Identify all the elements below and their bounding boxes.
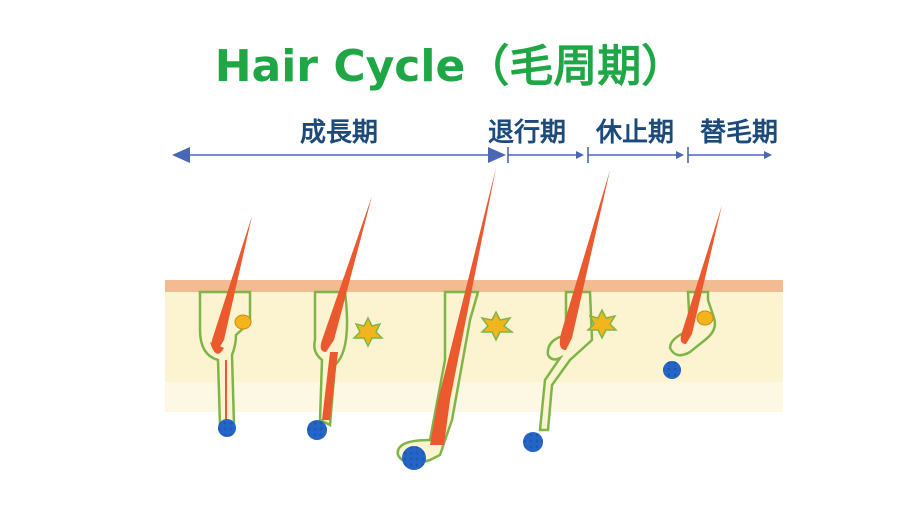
sebaceous-gland [234, 314, 252, 330]
phase-label-catagen: 退行期 [488, 118, 567, 148]
sebaceous-gland [352, 316, 384, 348]
phase-label-anagen: 成長期 [300, 118, 379, 148]
diagram-title: Hair Cycle（毛周期） [214, 41, 686, 92]
phase-label-exogen: 替毛期 [700, 118, 779, 148]
sebaceous-gland [586, 308, 618, 340]
follicle-anagen-mid [307, 196, 384, 440]
follicle-anagen-full [396, 168, 515, 470]
timeline-arrows [172, 147, 772, 163]
anagen-arrow-left-head [172, 147, 190, 163]
follicle-anagen-early [198, 216, 252, 437]
follicle-catagen [523, 170, 618, 452]
sebaceous-gland [696, 310, 714, 326]
follicle-telogen [663, 205, 722, 379]
phase-label-telogen: 休止期 [596, 118, 675, 148]
anagen-arrow-right-head [488, 147, 506, 163]
sebaceous-gland [480, 310, 515, 342]
